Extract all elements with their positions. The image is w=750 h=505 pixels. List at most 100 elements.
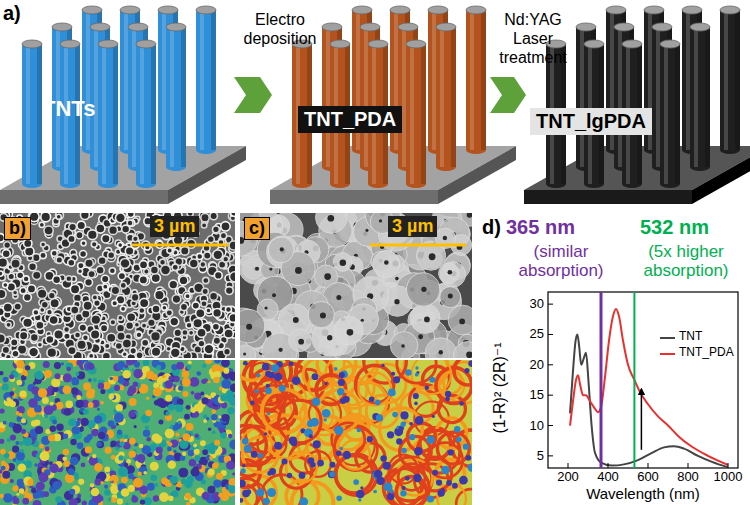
- sem-pore: [201, 213, 209, 221]
- map-spot: [91, 488, 100, 497]
- sem-pore: [170, 348, 180, 358]
- map-spot: [129, 450, 136, 457]
- sem-pore: [193, 318, 203, 328]
- sem-pore: [201, 301, 207, 307]
- map-spot: [170, 461, 175, 466]
- tube-body: [436, 27, 456, 167]
- map-spot: [43, 361, 50, 368]
- map-spot: [55, 496, 62, 503]
- sem-pore: [120, 258, 130, 268]
- map-spot: [186, 405, 191, 410]
- map-spot: [50, 402, 54, 406]
- sem-pore: [0, 258, 8, 268]
- sem-pore: [142, 339, 149, 346]
- sem-pore: [112, 300, 118, 306]
- map-spot: [13, 458, 17, 462]
- sem-pore: [68, 259, 75, 266]
- map-spot: [221, 379, 231, 389]
- sem-grain: [316, 213, 348, 233]
- tube-body: [660, 44, 680, 184]
- sem-pore: [223, 256, 229, 262]
- tube-top: [158, 6, 178, 14]
- tube-body: [22, 44, 42, 184]
- map-spot: [166, 455, 175, 464]
- nanotube: [660, 40, 680, 188]
- sem-pore: [70, 285, 79, 294]
- sem-pore: [221, 222, 230, 231]
- map-spot: [12, 388, 15, 391]
- map-spot: [35, 426, 43, 434]
- map-spot: [188, 360, 192, 364]
- map-spot: [230, 383, 235, 392]
- sem-pore: [200, 262, 206, 268]
- tube-highlight: [664, 44, 668, 184]
- map-spot: [20, 449, 24, 453]
- sem-pore: [117, 324, 125, 332]
- sem-micrograph: [240, 213, 472, 358]
- map-spot: [211, 414, 217, 420]
- tube-shade: [181, 27, 186, 167]
- map-spot: [180, 455, 186, 461]
- map-spot: [51, 378, 60, 387]
- tube-body: [720, 10, 740, 150]
- sem-pore: [220, 232, 227, 239]
- map-spot: [97, 442, 102, 447]
- map-spot: [214, 360, 220, 363]
- sem-pore: [384, 260, 389, 265]
- map-spot: [119, 441, 124, 446]
- sem-pore: [327, 215, 334, 222]
- map-spot: [146, 396, 149, 399]
- map-spot: [16, 493, 19, 496]
- tube-top: [82, 6, 102, 14]
- sem-pore: [12, 350, 19, 357]
- sem-pore: [2, 346, 9, 353]
- map-spot: [168, 460, 176, 468]
- map-spot: [16, 380, 22, 386]
- map-spot: [219, 428, 224, 433]
- nanotube: [98, 40, 118, 188]
- sem-pore: [186, 322, 192, 328]
- map-spot: [31, 488, 36, 493]
- tube-top: [136, 40, 156, 48]
- tube-top: [690, 23, 710, 31]
- sem-pore: [116, 213, 126, 223]
- map-spot: [134, 361, 140, 367]
- map-spot: [179, 440, 188, 449]
- map-spot: [129, 438, 136, 445]
- map-spot: [178, 420, 182, 424]
- sem-pore: [148, 319, 156, 327]
- sem-pore: [127, 313, 136, 322]
- map-spot: [91, 429, 99, 437]
- sem-grain: [410, 303, 440, 333]
- map-spot: [88, 378, 92, 382]
- sem-pore: [170, 317, 179, 326]
- map-spot: [145, 426, 149, 430]
- map-spot: [44, 370, 52, 378]
- map-spot: [178, 363, 182, 367]
- map-spot: [154, 435, 162, 443]
- map-spot: [189, 377, 199, 387]
- sem-pore: [151, 331, 161, 341]
- sem-pore: [340, 259, 347, 266]
- sem-pore: [213, 226, 220, 233]
- sem-pore: [120, 282, 126, 288]
- tube-highlight: [470, 10, 474, 150]
- map-spot: [156, 398, 165, 407]
- sem-pore: [96, 266, 104, 274]
- sem-pore: [320, 312, 326, 318]
- map-spot: [62, 385, 71, 394]
- map-spot: [147, 483, 155, 491]
- tube-shade: [151, 44, 156, 184]
- sem-pore: [53, 276, 61, 284]
- tube-shade: [675, 44, 680, 184]
- sem-pore: [298, 339, 304, 345]
- map-spot: [10, 479, 14, 483]
- tube-highlight: [102, 44, 106, 184]
- sem-pore: [421, 287, 426, 292]
- sem-pore: [230, 272, 235, 282]
- map-spot: [175, 433, 179, 437]
- map-spot: [62, 456, 67, 461]
- map-spot: [126, 502, 129, 505]
- map-spot: [207, 380, 210, 383]
- sem-pore: [229, 313, 235, 322]
